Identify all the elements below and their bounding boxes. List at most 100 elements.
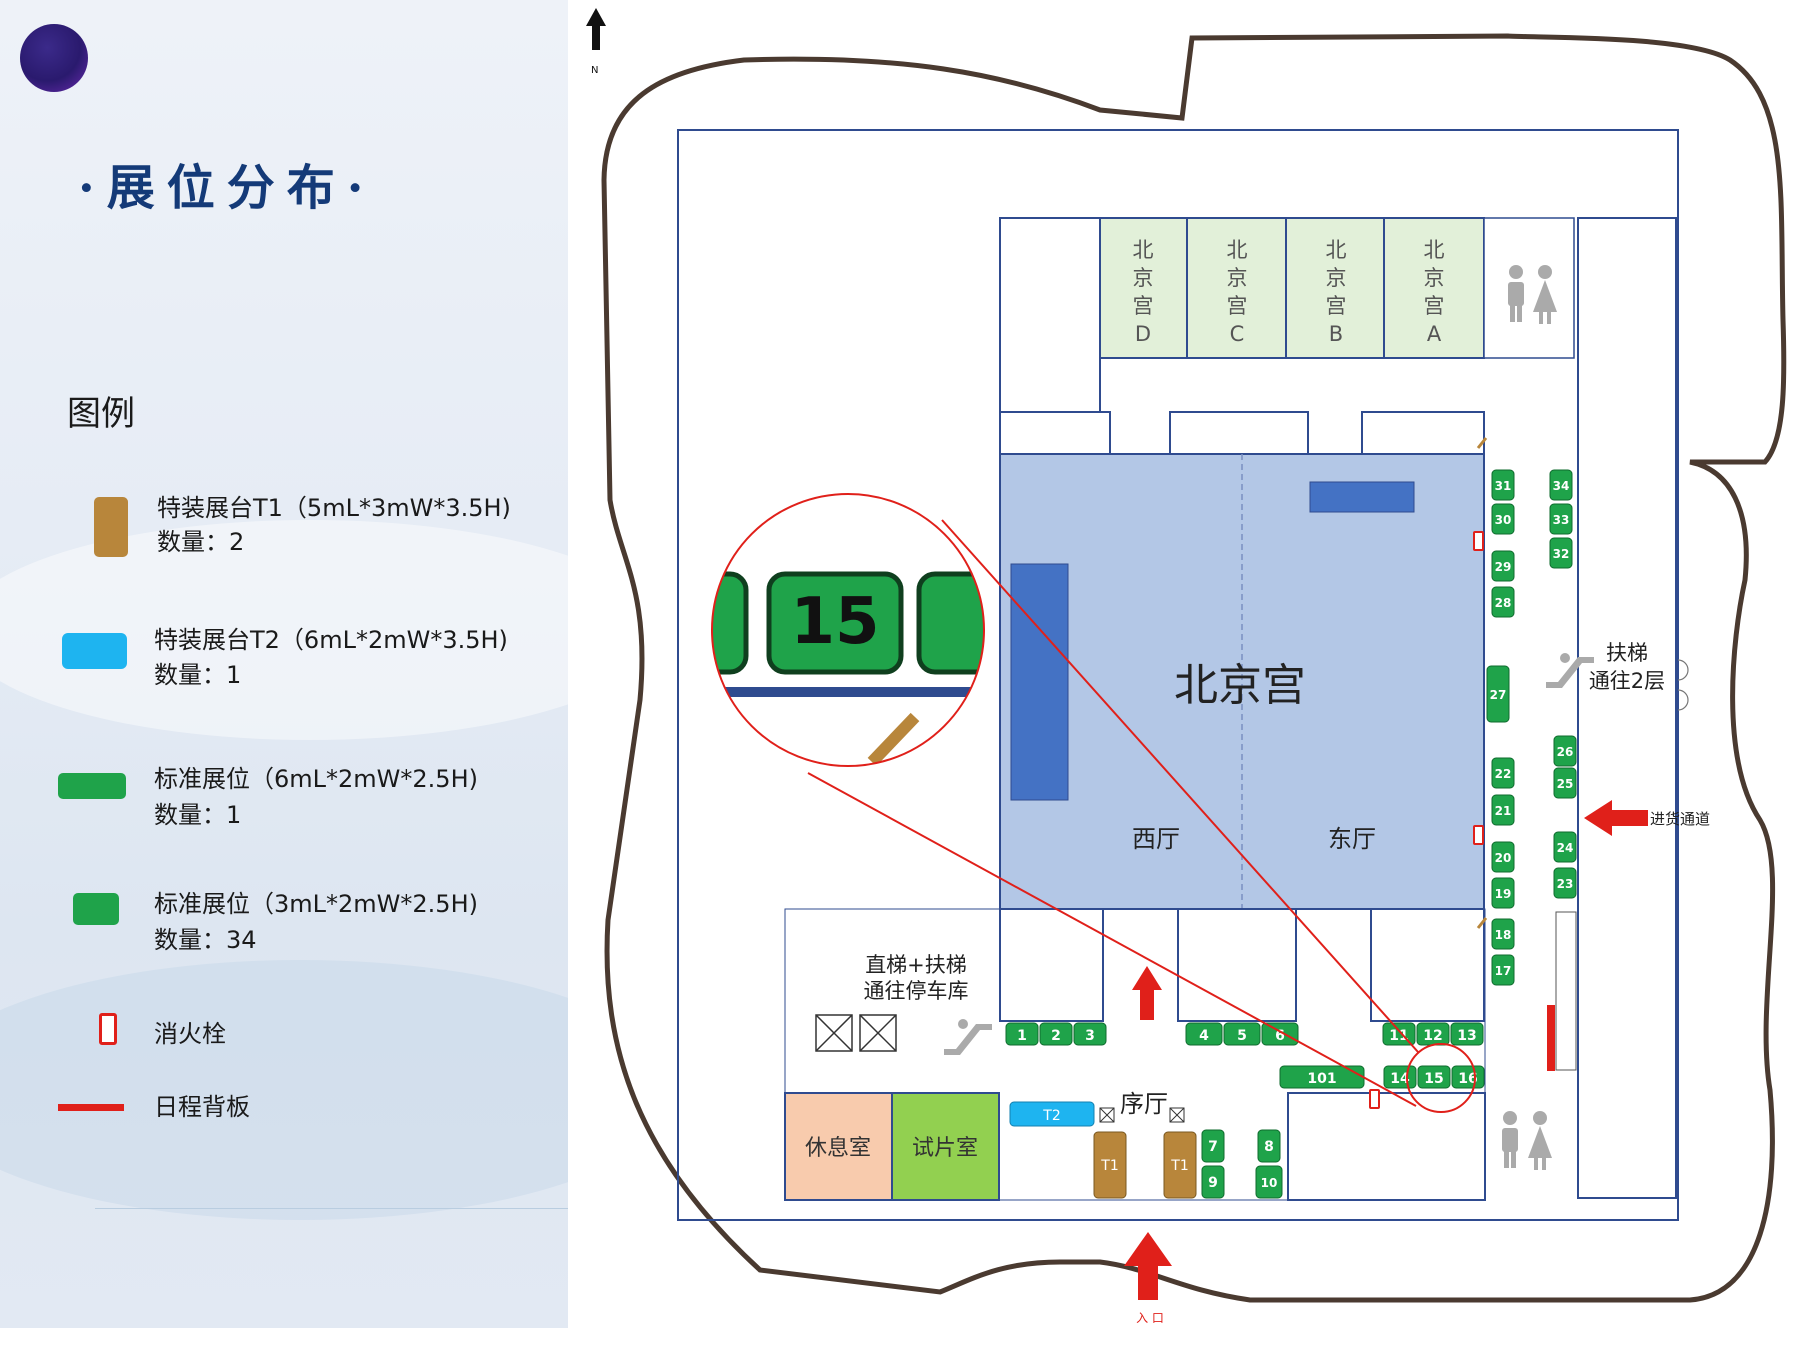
booth-9[interactable] [1201,1165,1225,1199]
booth-label: 28 [1495,596,1512,610]
booth-28[interactable] [1491,586,1515,618]
room-beijing-b-label: 宫 [1326,294,1347,318]
booth-26[interactable] [1553,735,1577,767]
room-beijing-d [1099,217,1188,359]
schedule-board [1547,1005,1555,1071]
booth-label: 19 [1495,887,1512,901]
booth-label: 5 [1237,1028,1247,1044]
room-beijing-a-label: 宫 [1424,294,1445,318]
elevator-icon [815,1014,897,1052]
booth-label: 16 [1458,1071,1477,1087]
booth-5[interactable] [1223,1022,1261,1046]
booth-1[interactable] [1005,1022,1039,1046]
booth-33[interactable] [1549,503,1573,535]
booth-8[interactable] [1257,1129,1281,1163]
decor-stroke [1476,917,1488,929]
booth-25[interactable] [1553,767,1577,799]
garage-elevator-label: 通往停车库 [864,979,969,1003]
north-label: N [591,65,598,76]
booth-24[interactable] [1553,831,1577,863]
booth-29[interactable] [1491,550,1515,582]
room-block-top-left [999,217,1101,413]
booth-label: 13 [1457,1028,1476,1044]
booth-22[interactable] [1491,757,1515,789]
legend-swatch-t2 [62,633,127,669]
booth-label: 26 [1557,745,1574,759]
booth-34[interactable] [1549,469,1573,501]
room-beijing-a-label: A [1427,322,1442,346]
booth-2[interactable] [1039,1022,1073,1046]
booth-32[interactable] [1549,537,1573,569]
booth-label: T1 [1100,1158,1118,1174]
legend-swatch-t1 [94,497,128,557]
booth-t2[interactable] [1009,1101,1095,1127]
booth-31[interactable] [1491,469,1515,501]
booth-15[interactable] [1417,1065,1451,1089]
room-south-2 [1177,908,1297,1022]
booth-t1-b[interactable] [1163,1131,1197,1199]
booth-17[interactable] [1491,954,1515,986]
booth-6[interactable] [1261,1022,1299,1046]
booth-16[interactable] [1451,1065,1485,1089]
room-beijing-d-label: 宫 [1133,294,1154,318]
room-beijing-c-label: 宫 [1227,294,1248,318]
entrance-arrow-icon [1124,1232,1172,1300]
corridor-panel [1555,911,1577,1071]
inner-floor-outline [677,129,1679,1221]
room-lounge [784,1092,893,1201]
east-hall-label: 东厅 [1328,825,1376,853]
escalator-icon [1546,653,1594,688]
booth-23[interactable] [1553,867,1577,899]
booth-4[interactable] [1185,1022,1223,1046]
booth-27[interactable] [1486,665,1510,723]
zoom-booth [712,571,749,675]
divider [95,1208,568,1209]
zoom-callout: 15 [711,493,985,767]
booth-t1-a[interactable] [1093,1131,1127,1199]
main-hall-label: 北京宫 [1174,660,1306,711]
legend-label-schedule-board: 日程背板 [154,1093,250,1121]
booth-10[interactable] [1255,1165,1283,1199]
booth-label: 8 [1264,1139,1274,1155]
booth-7[interactable] [1201,1129,1225,1163]
booth-label: 101 [1307,1071,1336,1087]
floor-plan-map: N 北 京 宫 D 北 京 宫 C 北 京 宫 B 北 京 宫 A 北京宫 [586,8,1787,1325]
room-beijing-c [1186,217,1287,359]
booth-label: 32 [1553,547,1570,561]
booth-label: 30 [1495,513,1512,527]
background-wave [0,520,568,740]
legend-swatch-schedule-board [58,1104,124,1111]
elevator-icon [1099,1107,1185,1123]
room-screening [891,1092,1000,1201]
room-beijing-a-label: 北 [1424,238,1445,262]
background-wave [0,960,568,1220]
room-beijing-d-label: 京 [1133,266,1154,290]
room-beijing-b-label: B [1329,322,1343,346]
room-beijing-d-label: 北 [1133,238,1154,262]
north-arrow-icon [586,8,606,50]
booth-label: 11 [1389,1028,1408,1044]
room-beijing-c-label: 北 [1227,238,1248,262]
booth-18[interactable] [1491,918,1515,950]
decor-stroke [1476,437,1488,449]
booth-3[interactable] [1073,1022,1107,1046]
room-beijing-b-label: 京 [1326,266,1347,290]
legend-panel: ·展位分布· 图例 特装展台T1（5mL*3mW*3.5H) 数量：2 特装展台… [0,0,568,1328]
booth-21[interactable] [1491,794,1515,826]
booth-20[interactable] [1491,841,1515,873]
room-lounge-label: 休息室 [805,1136,871,1161]
booth-label: T1 [1170,1158,1188,1174]
booth-label: 29 [1495,560,1512,574]
zoom-connector [807,772,1417,1107]
room-beijing-a-label: 京 [1424,266,1445,290]
restroom-corridor-top [1483,217,1575,359]
room-south-3 [1370,908,1485,1022]
restroom-icon [1502,1111,1552,1170]
booth-30[interactable] [1491,503,1515,535]
booth-label: 10 [1261,1176,1278,1190]
booth-label: 24 [1557,841,1574,855]
logo-circle [20,24,88,92]
booth-19[interactable] [1491,877,1515,909]
booth-13[interactable] [1450,1022,1484,1046]
zoom-connector [941,519,1419,1053]
